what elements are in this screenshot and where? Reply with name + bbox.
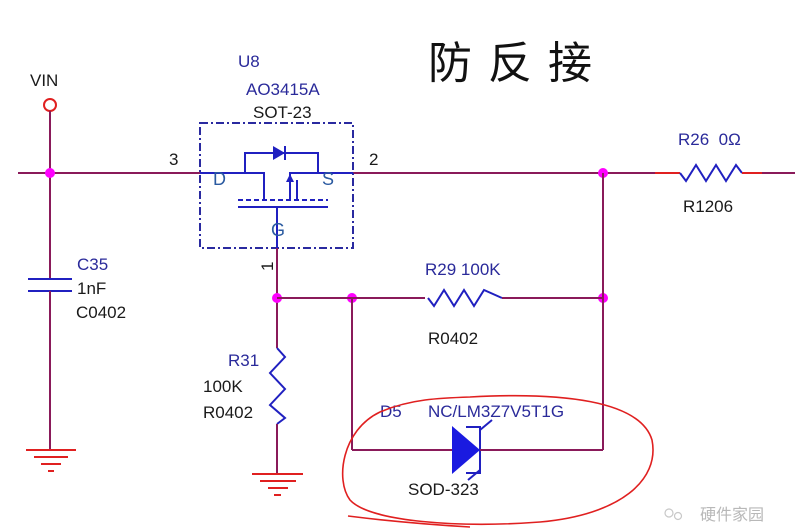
watermark: 硬件家园 — [664, 505, 764, 524]
body-diode-icon — [273, 146, 285, 160]
u8-package: SOT-23 — [253, 103, 312, 122]
d5-package: SOD-323 — [408, 480, 479, 499]
pin-g-label: G — [271, 220, 285, 240]
u8-pin-2: 2 — [369, 150, 378, 169]
r29-package: R0402 — [428, 329, 478, 348]
c35-package: C0402 — [76, 303, 126, 322]
pin-s-label: S — [322, 169, 334, 189]
r26-ref-value: R26 0Ω — [678, 130, 741, 149]
vin-port-icon — [43, 98, 57, 112]
annotation-circle — [341, 394, 654, 525]
c35-ref: C35 — [77, 255, 108, 274]
r29-ref-value: R29 100K — [425, 260, 501, 279]
d5-part: NC/LM3Z7V5T1G — [428, 402, 564, 421]
c35-capacitor[interactable] — [28, 278, 72, 292]
r31-package: R0402 — [203, 403, 253, 422]
u8-pin-1: 1 — [258, 262, 277, 271]
junction-dot — [45, 168, 55, 178]
r31-value: 100K — [203, 377, 243, 396]
annotation-tail — [347, 515, 471, 528]
r29-resistor[interactable] — [427, 288, 503, 308]
wechat-icon — [664, 508, 674, 518]
pin-d-label: D — [213, 169, 226, 189]
ground-icon — [26, 449, 76, 472]
c35-value: 1nF — [77, 279, 106, 298]
u8-ref: U8 — [238, 52, 260, 71]
r26-package: R1206 — [683, 197, 733, 216]
u8-mosfet[interactable]: D S G — [199, 122, 354, 249]
vin-label: VIN — [30, 71, 58, 90]
r31-resistor[interactable] — [268, 347, 287, 425]
title-text: 防反接 — [428, 38, 608, 89]
ground-icon — [252, 473, 303, 496]
u8-part: AO3415A — [246, 80, 320, 99]
r26-resistor[interactable] — [655, 163, 762, 183]
u8-pin-3: 3 — [169, 150, 178, 169]
r31-ref: R31 — [228, 351, 259, 370]
watermark-text: 硬件家园 — [700, 505, 764, 524]
